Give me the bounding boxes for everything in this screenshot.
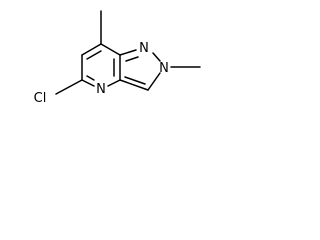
chemical-structure-diagram: N N N Cl <box>34 10 201 106</box>
bonds <box>55 10 201 95</box>
bond-n4-c5 <box>81 79 95 87</box>
bond-c3a-n4 <box>107 79 121 87</box>
bond-n2-c3 <box>147 72 161 91</box>
bond-c6-c7 <box>81 43 102 56</box>
bond-c7-c7a <box>100 43 121 56</box>
atom-labels: N N N Cl <box>34 41 169 106</box>
bond-c3-c3a-double <box>124 76 146 85</box>
atom-n4-label: N <box>96 82 106 97</box>
bond-c7a-n1-double <box>125 56 139 62</box>
bond-c3-c3a <box>119 79 149 91</box>
atom-cl-label: Cl <box>34 91 47 106</box>
atom-n2-label: N <box>159 61 169 76</box>
atom-n1-label: N <box>139 41 149 56</box>
bond-c5-cl <box>55 79 83 95</box>
bond-n1-n2 <box>152 52 161 62</box>
bond-c7a-n1 <box>119 49 137 56</box>
bond-c6-c7-double <box>86 50 102 60</box>
bond-n4-c5-double <box>86 75 95 81</box>
